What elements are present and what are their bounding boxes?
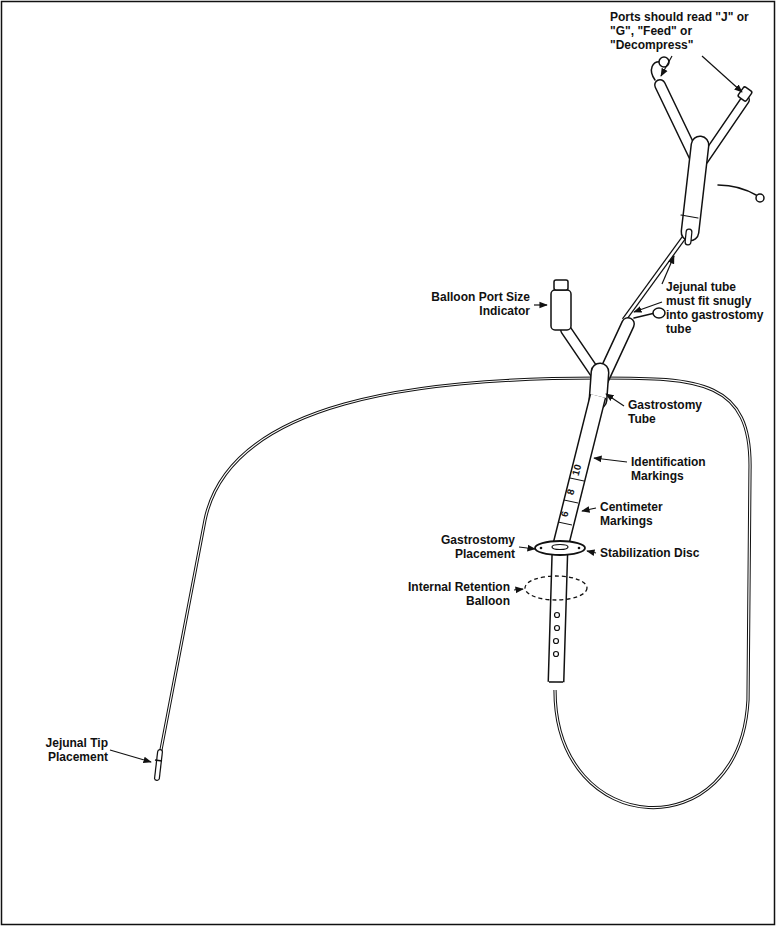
callout-label: Gastrostomy Tube [628,398,718,426]
callout-label: Stabilization Disc [600,546,710,560]
callout-label: Centimeter Markings [600,500,710,528]
callout-label: Jejunal tube must fit snugly into gastro… [666,280,766,336]
leader-lines [110,56,742,762]
stabilization-disc [535,541,585,555]
gastrostomy-hub [551,280,665,400]
balloon-port [551,290,571,330]
jejunal-tube [160,378,750,808]
callout-label: Jejunal Tip Placement [20,736,108,764]
gastrostomy-tube-body [549,396,598,682]
callout-label: Gastrostomy Placement [420,533,515,561]
jejunal-tube-core [160,378,750,808]
jejunal-port-hub [651,57,764,242]
callout-label: Balloon Port Size Indicator [430,290,530,318]
jejunal-tip [155,752,162,778]
callout-label: Identification Markings [631,455,731,483]
retention-balloon [525,576,587,600]
callout-label: Internal Retention Balloon [395,580,510,608]
callout-label: Ports should read "J" or "G", "Feed" or … [610,10,760,52]
